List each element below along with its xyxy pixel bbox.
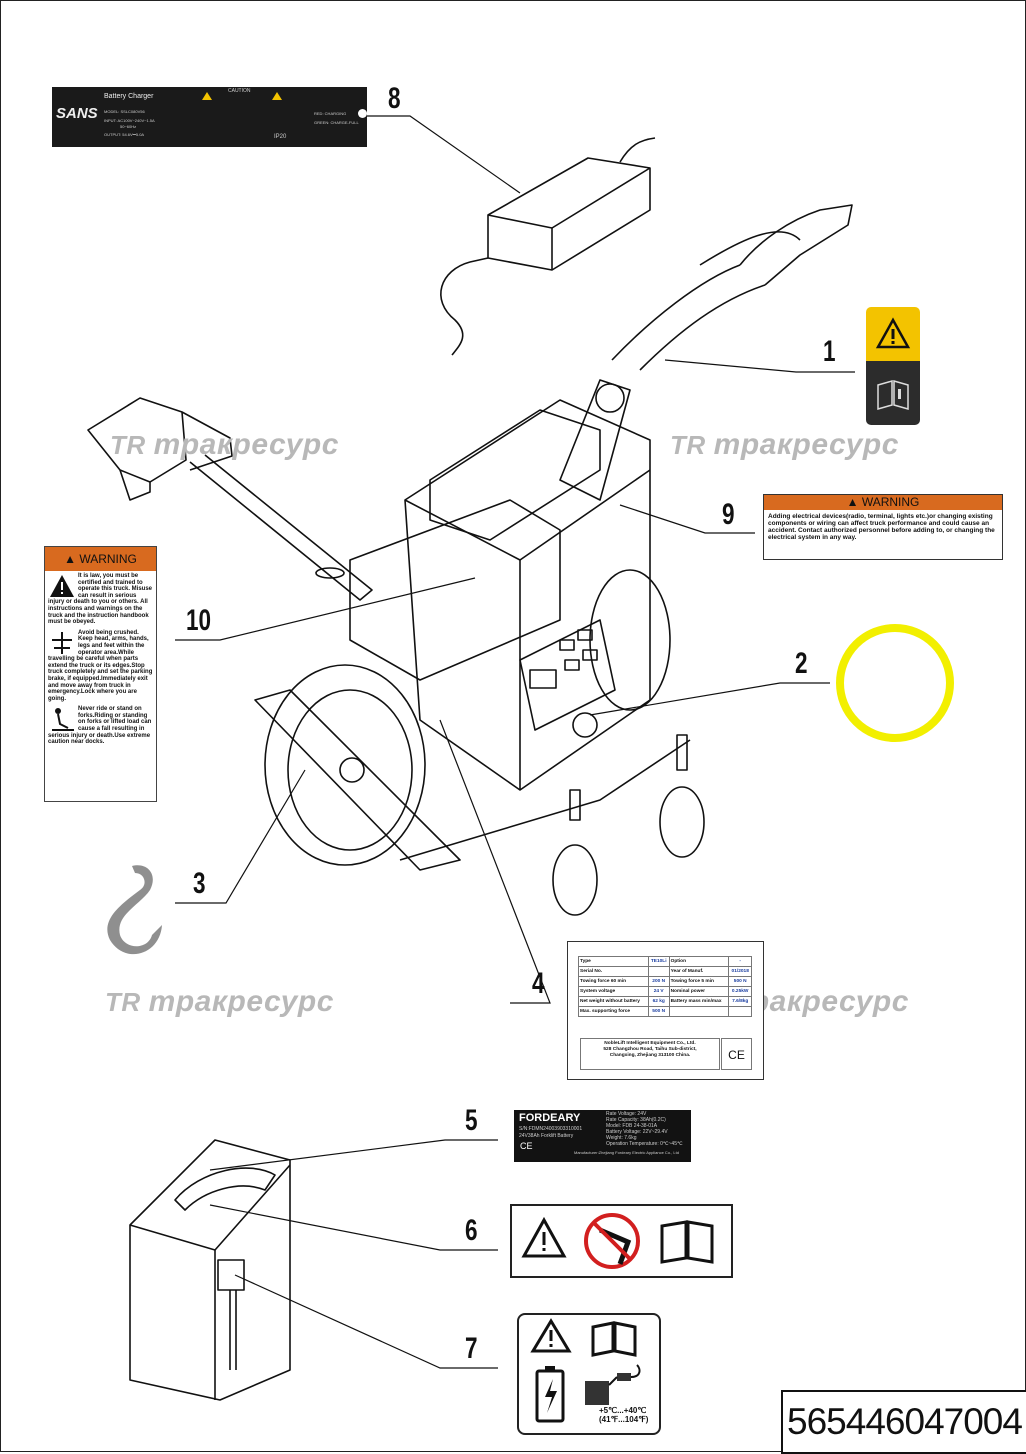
table-row: Serial No.Year of Manuf.01/2018 — [578, 966, 752, 977]
temperature-range: +5℃...+40℃(41℉...104℉) — [599, 1406, 649, 1424]
charger-title: Battery Charger — [104, 93, 154, 100]
callout-9: 9 — [722, 498, 735, 531]
warning-label-operator: ▲ WARNING It is law, you must be certifi… — [44, 546, 157, 802]
symbol-label-7: +5℃...+40℃(41℉...104℉) — [517, 1313, 661, 1435]
warning-header: ▲ WARNING — [764, 495, 1002, 510]
hook-icon — [107, 865, 162, 955]
symbol-label-6 — [510, 1204, 733, 1278]
charger-label: SANS Battery Charger MODEL: SSLC080V56 I… — [52, 87, 367, 147]
callout-2: 2 — [795, 647, 808, 680]
callout-10: 10 — [186, 604, 212, 637]
caution-triangle-icon — [530, 1318, 572, 1353]
battery-charge-icon — [535, 1366, 565, 1423]
no-entry-icon — [584, 1213, 640, 1269]
warning-label-electrical: ▲ WARNING Adding electrical devices(radi… — [763, 494, 1003, 560]
caution-triangle-icon — [50, 575, 74, 597]
callout-6: 6 — [465, 1214, 478, 1247]
callout-1: 1 — [823, 335, 836, 368]
caution-triangle-icon — [866, 307, 920, 361]
crush-hazard-icon — [52, 631, 72, 654]
no-riding-icon — [52, 708, 74, 732]
callout-7: 7 — [465, 1332, 478, 1365]
warning-section-1: It is law, you must be certified and tra… — [48, 573, 153, 626]
led-icon — [358, 109, 367, 118]
manual-book-icon — [591, 1321, 637, 1357]
battery-brand: FORDEARY — [519, 1112, 581, 1124]
caution-triangle-icon — [202, 92, 282, 100]
callout-8: 8 — [388, 82, 401, 115]
callout-4: 4 — [532, 967, 545, 1000]
callout-5: 5 — [465, 1104, 478, 1137]
manual-book-icon — [866, 361, 920, 425]
manual-book-icon — [660, 1220, 714, 1264]
warning-section-2: Avoid being crushed. Keep head, arms, ha… — [48, 629, 153, 702]
charger-battery-icon — [585, 1364, 641, 1405]
warning-section-3: Never ride or stand on forks.Riding or s… — [48, 706, 152, 746]
ce-mark: CE — [520, 1141, 533, 1151]
warning-text: Adding electrical devices(radio, termina… — [768, 513, 995, 541]
caution-triangle-icon — [521, 1216, 567, 1258]
tiller-warning-symbol — [866, 307, 920, 425]
yellow-ring-marker — [836, 624, 954, 742]
battery-nameplate: FORDEARY S/N:FDMN24003903310001 24V38Ah … — [514, 1110, 691, 1162]
callout-3: 3 — [193, 867, 206, 900]
warning-header: ▲ WARNING — [45, 547, 156, 571]
ce-mark: CE — [721, 1038, 752, 1070]
manufacturer-address: NobleLift Intelligent Equipment Co., Ltd… — [580, 1038, 720, 1070]
charger-brand: SANS — [56, 105, 98, 122]
part-number: 565446047004 — [781, 1390, 1026, 1454]
